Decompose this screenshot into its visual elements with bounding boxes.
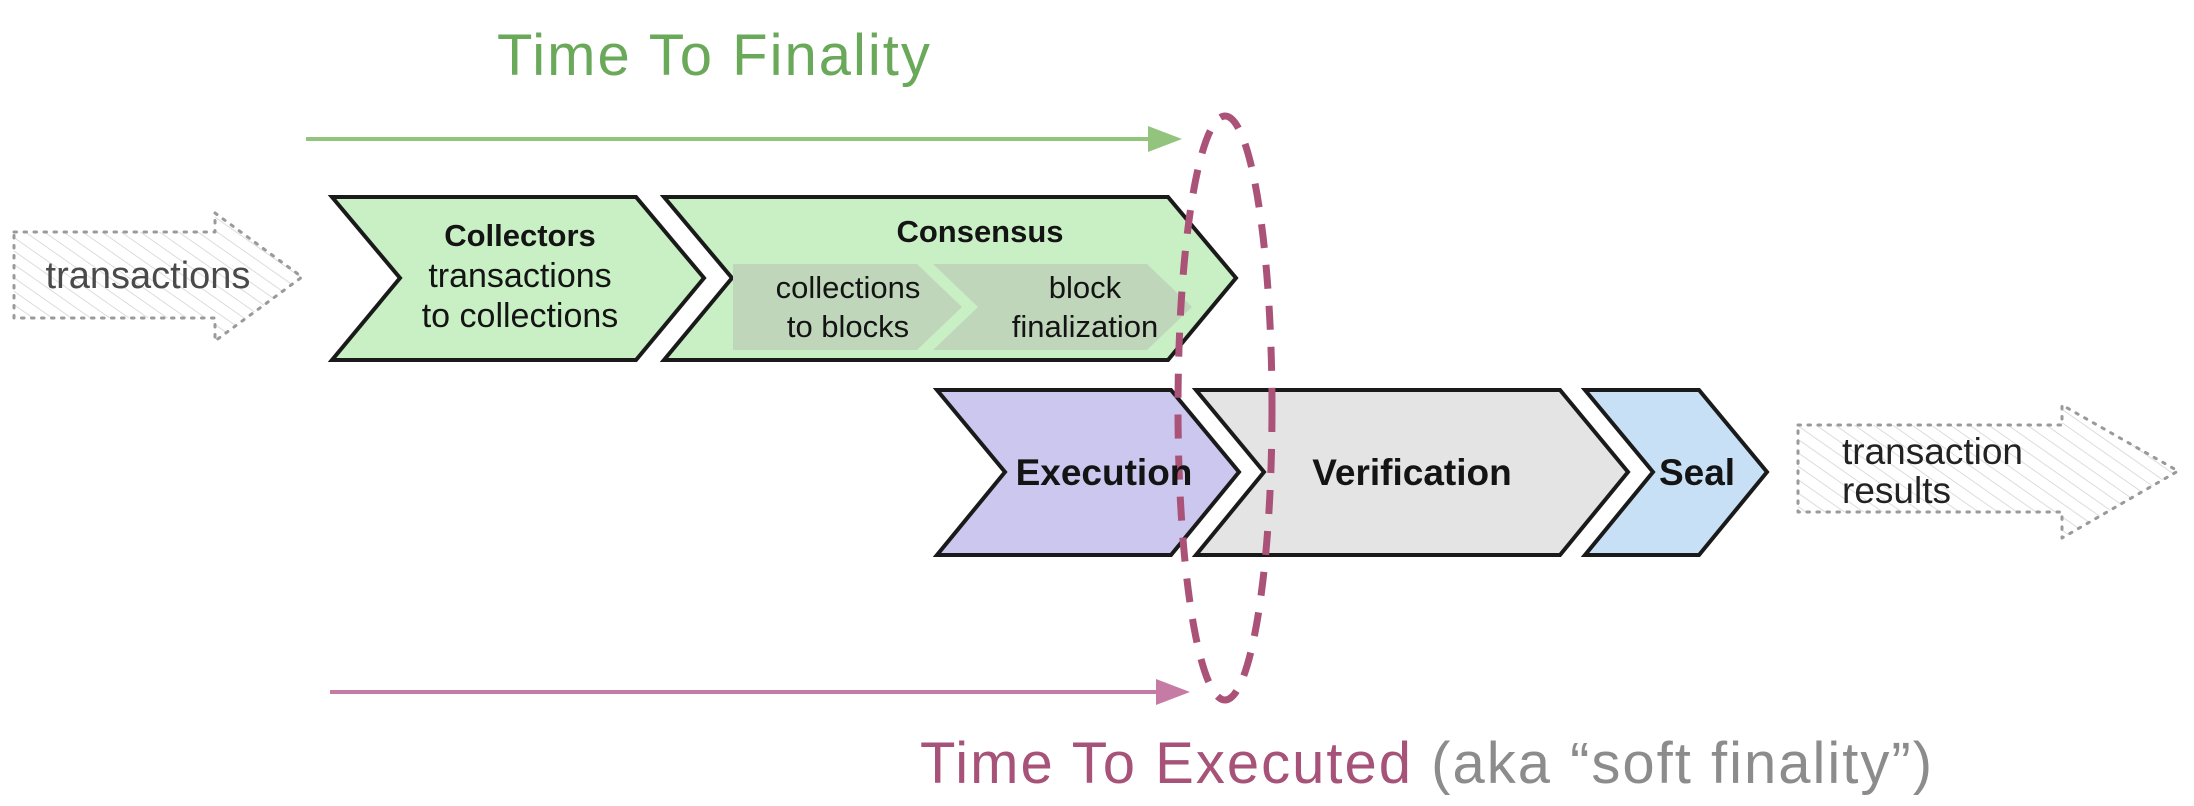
seal-title: Seal bbox=[1658, 452, 1736, 493]
collectors-label-block: Collectors transactions to collections bbox=[422, 216, 619, 336]
execution-title: Execution bbox=[1015, 452, 1193, 493]
seal-chevron bbox=[1580, 388, 1770, 557]
collections-to-blocks-subchevron bbox=[733, 264, 962, 350]
incoming-transactions-label: transactions bbox=[45, 255, 251, 297]
collectors-subtitle-line2: to collections bbox=[421, 297, 619, 335]
time-to-executed-title: Time To Executed (aka “soft finality”) bbox=[920, 730, 1934, 797]
collectors-chevron bbox=[327, 195, 707, 362]
time-to-executed-primary: Time To Executed bbox=[920, 731, 1413, 796]
collectors-title: Collectors bbox=[444, 218, 596, 253]
soft-finality-ellipse bbox=[1174, 112, 1276, 704]
block-finalization-line1: block bbox=[1048, 270, 1122, 305]
block-finalization-subchevron bbox=[933, 264, 1192, 350]
collections-to-blocks-line1: collections bbox=[775, 270, 921, 305]
incoming-transactions-arrow bbox=[12, 211, 304, 343]
time-to-executed-secondary: (aka “soft finality”) bbox=[1431, 731, 1935, 796]
block-finalization-label: block finalization bbox=[1012, 268, 1158, 346]
outgoing-results-arrow bbox=[1796, 403, 2180, 540]
time-to-finality-title: Time To Finality bbox=[497, 23, 932, 88]
collections-to-blocks-label: collections to blocks bbox=[776, 268, 921, 346]
collectors-subtitle-line1: transactions bbox=[428, 257, 612, 295]
consensus-title: Consensus bbox=[896, 214, 1064, 249]
outgoing-results-label: transaction results bbox=[1842, 432, 2023, 510]
outgoing-results-line2: results bbox=[1842, 470, 1951, 511]
collections-to-blocks-line2: to blocks bbox=[786, 309, 910, 344]
verification-title: Verification bbox=[1312, 452, 1512, 493]
block-finalization-line2: finalization bbox=[1011, 309, 1159, 344]
execution-chevron bbox=[932, 388, 1242, 557]
outgoing-results-line1: transaction bbox=[1842, 431, 2023, 472]
time-to-finality-arrow-head bbox=[1148, 126, 1182, 152]
time-to-executed-arrow-head bbox=[1156, 679, 1190, 705]
verification-chevron bbox=[1191, 388, 1631, 557]
